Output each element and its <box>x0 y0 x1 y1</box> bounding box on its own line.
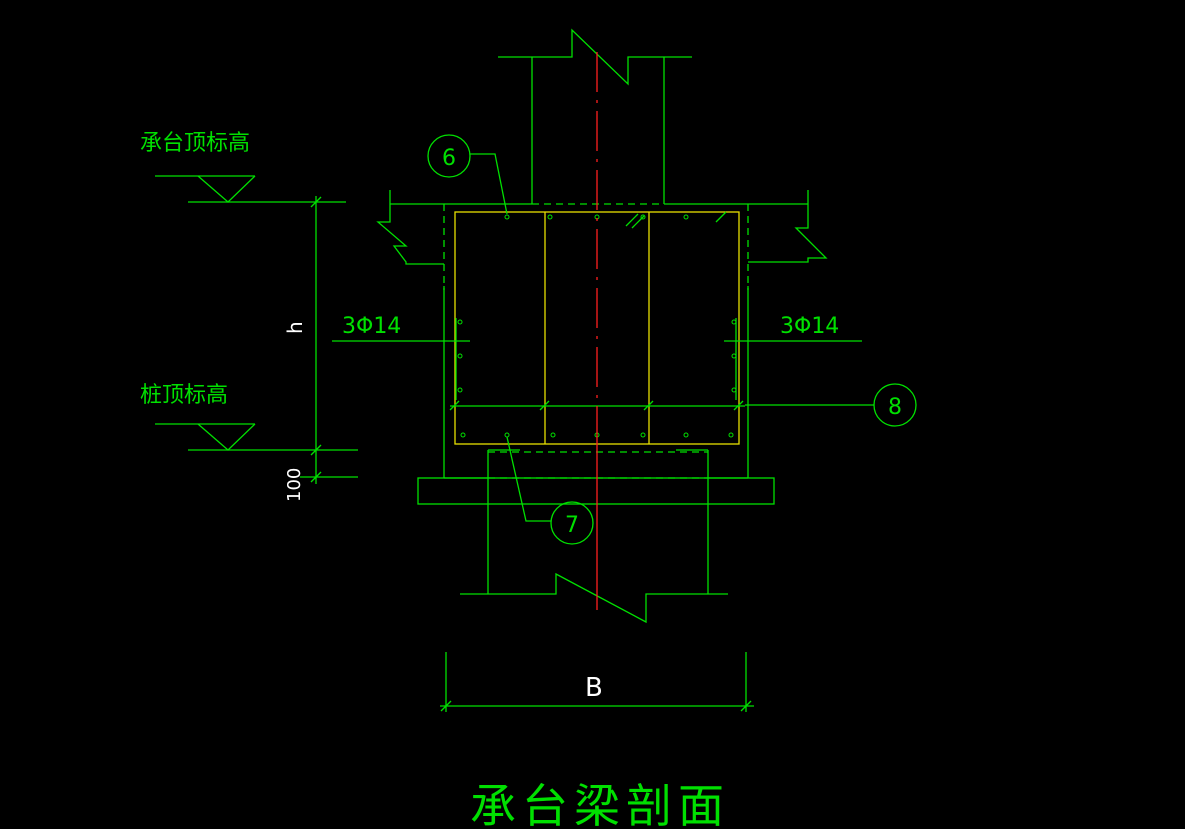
callout-7 <box>506 436 594 545</box>
drawing-title: 承台梁剖面 <box>470 779 730 829</box>
rebar-label-right: 3Φ14 <box>780 314 839 339</box>
callout-7-label: 7 <box>565 513 579 538</box>
cushion-layer <box>417 449 775 594</box>
upper-column <box>498 28 692 204</box>
dim-h-label: h <box>283 321 307 334</box>
callout-6 <box>427 134 508 215</box>
cap-top-elevation-marker <box>155 175 346 203</box>
callout-8 <box>745 383 917 427</box>
horizontal-dimension <box>440 652 754 712</box>
cap-outline <box>376 190 828 479</box>
pile-top-elevation-marker <box>155 423 358 451</box>
callout-8-label: 8 <box>888 395 902 420</box>
rebar-label-left: 3Φ14 <box>342 314 401 339</box>
callout-6-label: 6 <box>442 146 456 171</box>
pile-below <box>460 572 728 624</box>
dim-b-label: B <box>585 673 603 703</box>
cap-top-elevation-label: 承台顶标高 <box>140 131 250 156</box>
vertical-dimension <box>300 196 358 484</box>
dim-100-label: 100 <box>284 468 305 502</box>
pile-top-elevation-label: 桩顶标高 <box>140 383 228 408</box>
